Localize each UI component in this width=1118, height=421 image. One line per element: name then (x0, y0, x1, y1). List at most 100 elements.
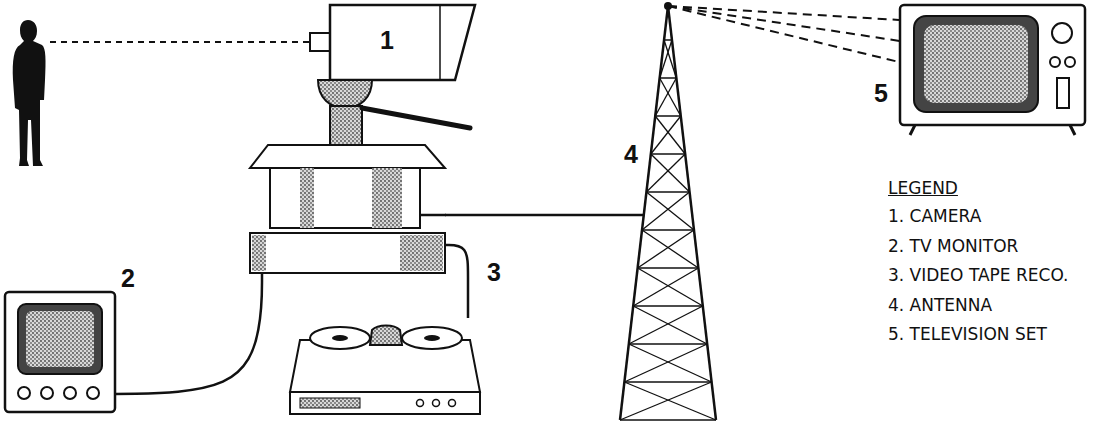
tv-knob (1065, 57, 1075, 67)
tower-brace (624, 382, 716, 420)
broadcast-ray (668, 6, 899, 62)
pan-handle (362, 108, 470, 128)
camera-part: 1 (250, 0, 445, 273)
legend-entry: 4. ANTENNA (888, 295, 992, 315)
tower-brace (624, 344, 707, 382)
sight-line (50, 41, 309, 43)
camera-head (330, 5, 475, 80)
cable-stub (420, 214, 446, 217)
antenna-part: 4 (614, 6, 722, 420)
tv-screen-glare (924, 25, 1028, 103)
monitor-part: 2 (5, 292, 115, 412)
tower-leg (668, 6, 716, 420)
monitor-knob (18, 387, 30, 399)
pan-head (318, 80, 372, 108)
tower-rung (651, 153, 685, 155)
legend-row: 2. TV MONITOR (888, 236, 1069, 256)
monitor-knob (41, 387, 53, 399)
legend-entry: 1. CAMERA (888, 206, 981, 226)
tower-rung (646, 191, 689, 193)
monitor-cabinet (5, 292, 115, 412)
tower-brace (620, 382, 712, 420)
monitor-knob (64, 387, 76, 399)
legend-row: 1. CAMERA (888, 206, 1069, 226)
cable (445, 245, 468, 318)
tower-brace (660, 78, 681, 116)
base-shading (252, 235, 266, 271)
cable (115, 273, 262, 394)
callout-number: 4 (624, 142, 638, 167)
tower-rung (655, 115, 681, 117)
tv-cabinet (900, 5, 1085, 125)
callout-number: 1 (380, 28, 394, 53)
camera-lens (310, 33, 330, 51)
tower-rung (642, 229, 694, 231)
recorder-panel (300, 398, 360, 408)
tower-brace (651, 154, 690, 192)
monitor-screen (18, 304, 102, 374)
tower-brace (655, 78, 676, 116)
person-silhouette (13, 20, 46, 166)
legend-entry: 5. TELEVISION SET (888, 324, 1047, 344)
tape-reel (402, 327, 462, 349)
monitor-knob (87, 387, 99, 399)
tower-rung (620, 419, 716, 421)
antenna-tower (620, 6, 716, 420)
camera-hood-edge (439, 5, 441, 80)
pedestal-neck (330, 106, 362, 146)
tower-brace (629, 344, 712, 382)
base-shading (400, 235, 443, 271)
tv-leg (910, 125, 915, 135)
tower-rung (624, 381, 711, 383)
tape-reel (310, 327, 370, 349)
recorder-body (290, 340, 480, 392)
tower-brace (642, 230, 698, 268)
tower-rung (629, 343, 707, 345)
cable-stub (614, 214, 644, 217)
recorder-button (449, 400, 456, 407)
pedestal-column (270, 168, 420, 228)
tower-brace (646, 192, 694, 230)
tower-brace (646, 154, 685, 192)
legend-block: LEGEND 1. CAMERA 2. TV MONITOR 3. VIDEO TAP… (888, 178, 1069, 353)
legend-entry: 2. TV MONITOR (888, 236, 1018, 256)
column-shading (300, 168, 314, 228)
legend-title: LEGEND (888, 178, 1069, 198)
tv-knob (1050, 57, 1060, 67)
recorder-front (290, 392, 480, 414)
recorder-part: 3 (290, 318, 480, 415)
tower-brace (651, 116, 681, 154)
recorder-head-block (370, 326, 402, 346)
tv-knob (1052, 23, 1072, 43)
tower-rung (633, 305, 703, 307)
callout-number: 3 (487, 260, 501, 285)
pedestal-base (250, 233, 445, 273)
tower-brace (633, 268, 698, 306)
tower-brace (638, 230, 694, 268)
legend-row: 5. TELEVISION SET (888, 324, 1069, 344)
tv-leg (1070, 125, 1075, 135)
tower-rung (660, 77, 677, 79)
tower-brace (642, 192, 690, 230)
column-shading (372, 168, 402, 228)
monitor-screen-glare (26, 311, 94, 367)
tower-brace (660, 40, 672, 78)
tower-rung (638, 267, 699, 269)
callout-number: 2 (121, 266, 135, 291)
tower-brace (638, 268, 703, 306)
tv-screen (914, 16, 1038, 112)
broadcast-ray (668, 6, 899, 20)
broadcast-ray (668, 6, 900, 41)
legend-entry: 3. VIDEO TAPE RECO. (888, 265, 1069, 285)
cable (445, 214, 614, 217)
tower-leg (620, 6, 668, 420)
recorder-button (417, 400, 424, 407)
recorder-button (433, 400, 440, 407)
tape-reel-hub (332, 335, 348, 341)
legend-row: 4. ANTENNA (888, 295, 1069, 315)
tower-rung (664, 39, 672, 41)
tv-speaker (1057, 78, 1069, 108)
television-part: 5 (900, 5, 1085, 125)
tower-brace (629, 306, 703, 344)
